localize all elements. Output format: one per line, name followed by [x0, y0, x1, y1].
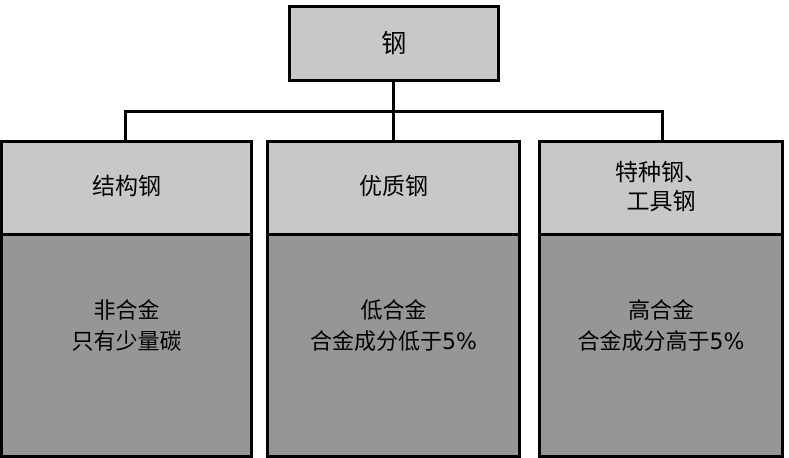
- child-node-body-label: 低合金 合金成分低于5%: [310, 299, 477, 356]
- child-node-body: 非合金 只有少量碳: [3, 236, 250, 455]
- child-node-header: 特种钢、 工具钢: [541, 143, 781, 236]
- child-node-body-label: 高合金 合金成分高于5%: [577, 299, 745, 356]
- child-node-header: 优质钢: [269, 143, 518, 236]
- connector-drop-right: [661, 110, 664, 140]
- child-node-header: 结构钢: [3, 143, 250, 236]
- child-node-body: 高合金 合金成分高于5%: [541, 236, 781, 455]
- connector-drop-left: [124, 110, 127, 140]
- root-node-label: 钢: [381, 28, 407, 58]
- child-node-header-label: 特种钢、 工具钢: [615, 159, 707, 215]
- root-node-steel: 钢: [288, 5, 500, 82]
- child-node-body: 低合金 合金成分低于5%: [269, 236, 518, 455]
- child-node-body-label: 非合金 只有少量碳: [71, 299, 182, 356]
- child-node-header-label: 结构钢: [92, 174, 161, 201]
- connector-drop-middle: [392, 110, 395, 140]
- child-node-special-tool-steel: 特种钢、 工具钢 高合金 合金成分高于5%: [538, 140, 784, 458]
- connector-stem-vertical: [392, 82, 395, 112]
- child-node-header-label: 优质钢: [359, 174, 428, 201]
- child-node-quality-steel: 优质钢 低合金 合金成分低于5%: [266, 140, 521, 458]
- child-node-structural-steel: 结构钢 非合金 只有少量碳: [0, 140, 253, 458]
